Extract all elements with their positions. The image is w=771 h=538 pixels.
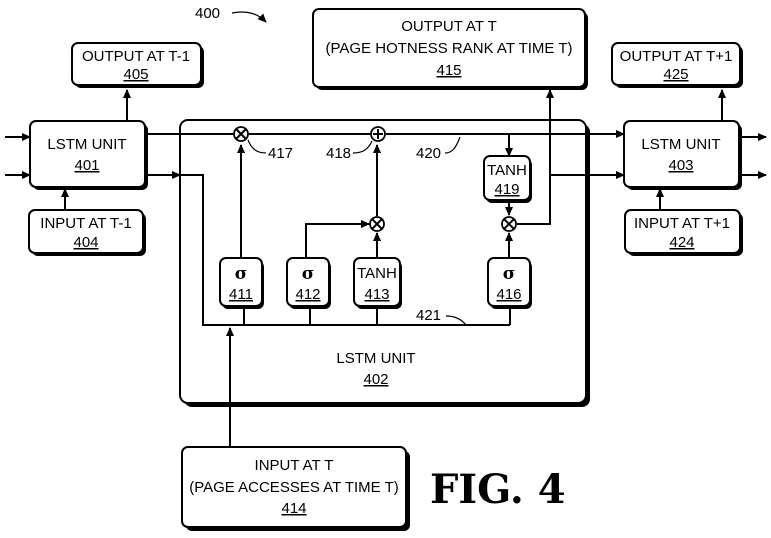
multiply-operator-417 — [233, 126, 249, 142]
ref-421: 421 — [416, 307, 467, 326]
gate-411-num: 411 — [229, 286, 253, 303]
gate-411-symbol: σ — [235, 264, 248, 284]
input-t-plus-1-box: INPUT AT T+1 424 — [624, 209, 743, 256]
gate-411: σ 411 — [219, 257, 264, 309]
ref-418-label: 418 — [326, 145, 351, 162]
gate-416-symbol: σ — [503, 264, 516, 284]
multiply-operator-416 — [501, 216, 517, 232]
ref-400-label: 400 — [195, 5, 220, 22]
add-operator-418 — [370, 126, 386, 142]
gate-412-num: 412 — [295, 286, 320, 303]
output-t-box: OUTPUT AT T (PAGE HOTNESS RANK AT TIME T… — [312, 8, 588, 90]
input-t-label-line2: (PAGE ACCESSES AT TIME T) — [189, 479, 399, 496]
ref-418: 418 — [326, 140, 373, 162]
gate-413-num: 413 — [364, 286, 389, 303]
ref-417-label: 417 — [268, 145, 293, 162]
input-t-num: 414 — [281, 500, 306, 517]
output-t-label-line1: OUTPUT AT T — [401, 18, 497, 35]
gate-413-symbol: TANH — [357, 265, 397, 282]
output-t-num: 415 — [436, 62, 461, 79]
lstm-401-num: 401 — [74, 157, 99, 174]
output-t-label-line2: (PAGE HOTNESS RANK AT TIME T) — [326, 40, 573, 57]
input-t-minus-1-box: INPUT AT T-1 404 — [28, 209, 146, 256]
multiply-operator-413 — [369, 216, 385, 232]
output-t-plus-1-box: OUTPUT AT T+1 425 — [611, 42, 743, 88]
ref-420: 420 — [416, 136, 461, 162]
ref-420-label: 420 — [416, 145, 441, 162]
output-t-minus-1-box: OUTPUT AT T-1 405 — [71, 42, 204, 88]
input-t-minus-1-label: INPUT AT T-1 — [40, 215, 131, 232]
lstm-402-num: 402 — [363, 371, 388, 388]
connections — [5, 89, 767, 447]
gate-419: TANH 419 — [483, 155, 532, 203]
gate-416-num: 416 — [496, 286, 521, 303]
lstm-unit-403-box: LSTM UNIT 403 — [623, 120, 742, 190]
ref-400-arrow — [231, 11, 267, 23]
ref-421-label: 421 — [416, 307, 441, 324]
lstm-403-num: 403 — [668, 157, 693, 174]
output-t-minus-1-label: OUTPUT AT T-1 — [82, 48, 190, 65]
gate-412: σ 412 — [286, 257, 331, 309]
lstm-402-label: LSTM UNIT — [336, 350, 415, 367]
ref-417: 417 — [247, 139, 293, 162]
input-t-box: INPUT AT T (PAGE ACCESSES AT TIME T) 414 — [181, 446, 410, 531]
input-t-minus-1-num: 404 — [73, 234, 98, 251]
input-t-label-line1: INPUT AT T — [255, 457, 334, 474]
input-t-plus-1-num: 424 — [669, 234, 694, 251]
gate-416: σ 416 — [487, 257, 532, 309]
lstm-unit-401-box: LSTM UNIT 401 — [29, 120, 148, 190]
gate-413: TANH 413 — [353, 257, 402, 309]
input-t-plus-1-label: INPUT AT T+1 — [634, 215, 730, 232]
gate-419-num: 419 — [494, 181, 519, 198]
output-t-minus-1-num: 405 — [123, 66, 148, 83]
gate-412-symbol: σ — [302, 264, 315, 284]
output-t-plus-1-num: 425 — [663, 66, 688, 83]
figure-label: FIG. 4 — [430, 466, 566, 513]
gate-419-symbol: TANH — [487, 162, 527, 179]
output-t-plus-1-label: OUTPUT AT T+1 — [620, 48, 733, 65]
lstm-401-label: LSTM UNIT — [47, 136, 126, 153]
lstm-403-label: LSTM UNIT — [641, 136, 720, 153]
